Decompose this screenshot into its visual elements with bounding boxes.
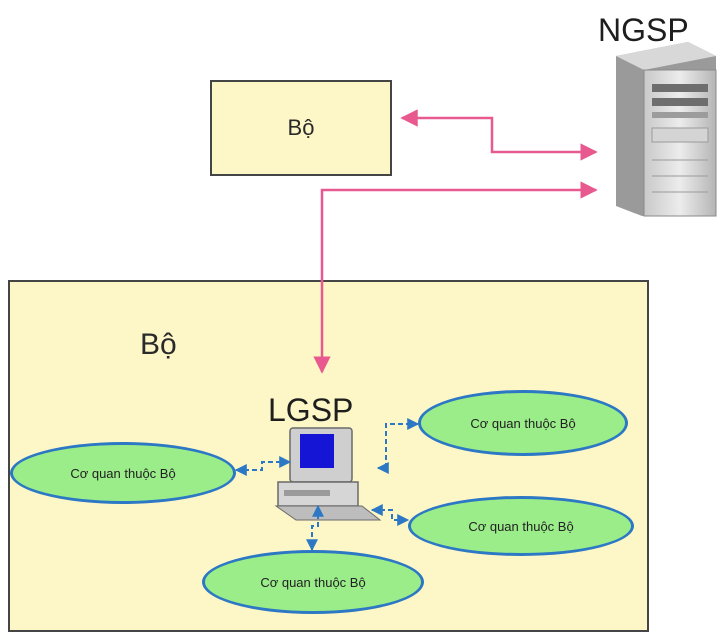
- lgsp-label: LGSP: [268, 392, 354, 428]
- ministry-box-label: Bộ: [287, 115, 315, 140]
- ministry-box: Bộ: [210, 80, 392, 176]
- ministry-internal-box-label: Bộ: [140, 328, 177, 361]
- server-tower-icon: [616, 42, 717, 217]
- agency-node-right-top: Cơ quan thuộc Bộ: [418, 390, 628, 456]
- agency-node-right-bottom: Cơ quan thuộc Bộ: [408, 496, 634, 556]
- agency-node-left: Cơ quan thuộc Bộ: [10, 442, 236, 504]
- ngsp-label: NGSP: [598, 12, 689, 48]
- agency-node-bottom: Cơ quan thuộc Bộ: [202, 550, 424, 614]
- ngsp-ministry-link: [400, 109, 598, 161]
